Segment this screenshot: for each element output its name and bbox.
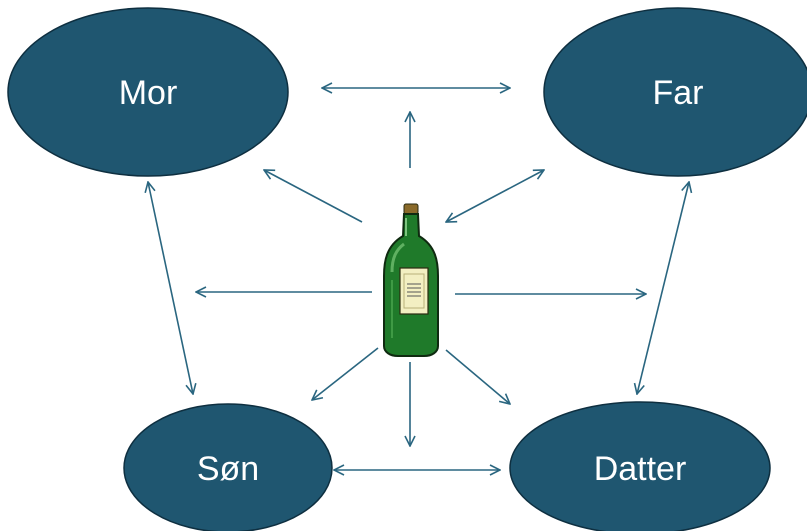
node-far: Far	[543, 7, 807, 177]
node-datter-label: Datter	[594, 450, 687, 488]
node-son-label: Søn	[197, 450, 259, 488]
node-son: Søn	[123, 403, 333, 531]
arrow-mor-son	[148, 182, 193, 394]
arrow-bottle-downleft	[312, 347, 379, 400]
arrow-bottle-far-double	[446, 170, 544, 222]
wine-bottle-icon	[383, 203, 439, 357]
node-datter: Datter	[509, 401, 771, 531]
node-far-label: Far	[653, 74, 704, 112]
arrow-bottle-downright	[445, 349, 510, 404]
node-mor-label: Mor	[119, 74, 178, 112]
arrow-bottle-upleft	[264, 170, 363, 223]
arrow-far-datter	[637, 182, 689, 394]
node-mor: Mor	[7, 7, 289, 177]
